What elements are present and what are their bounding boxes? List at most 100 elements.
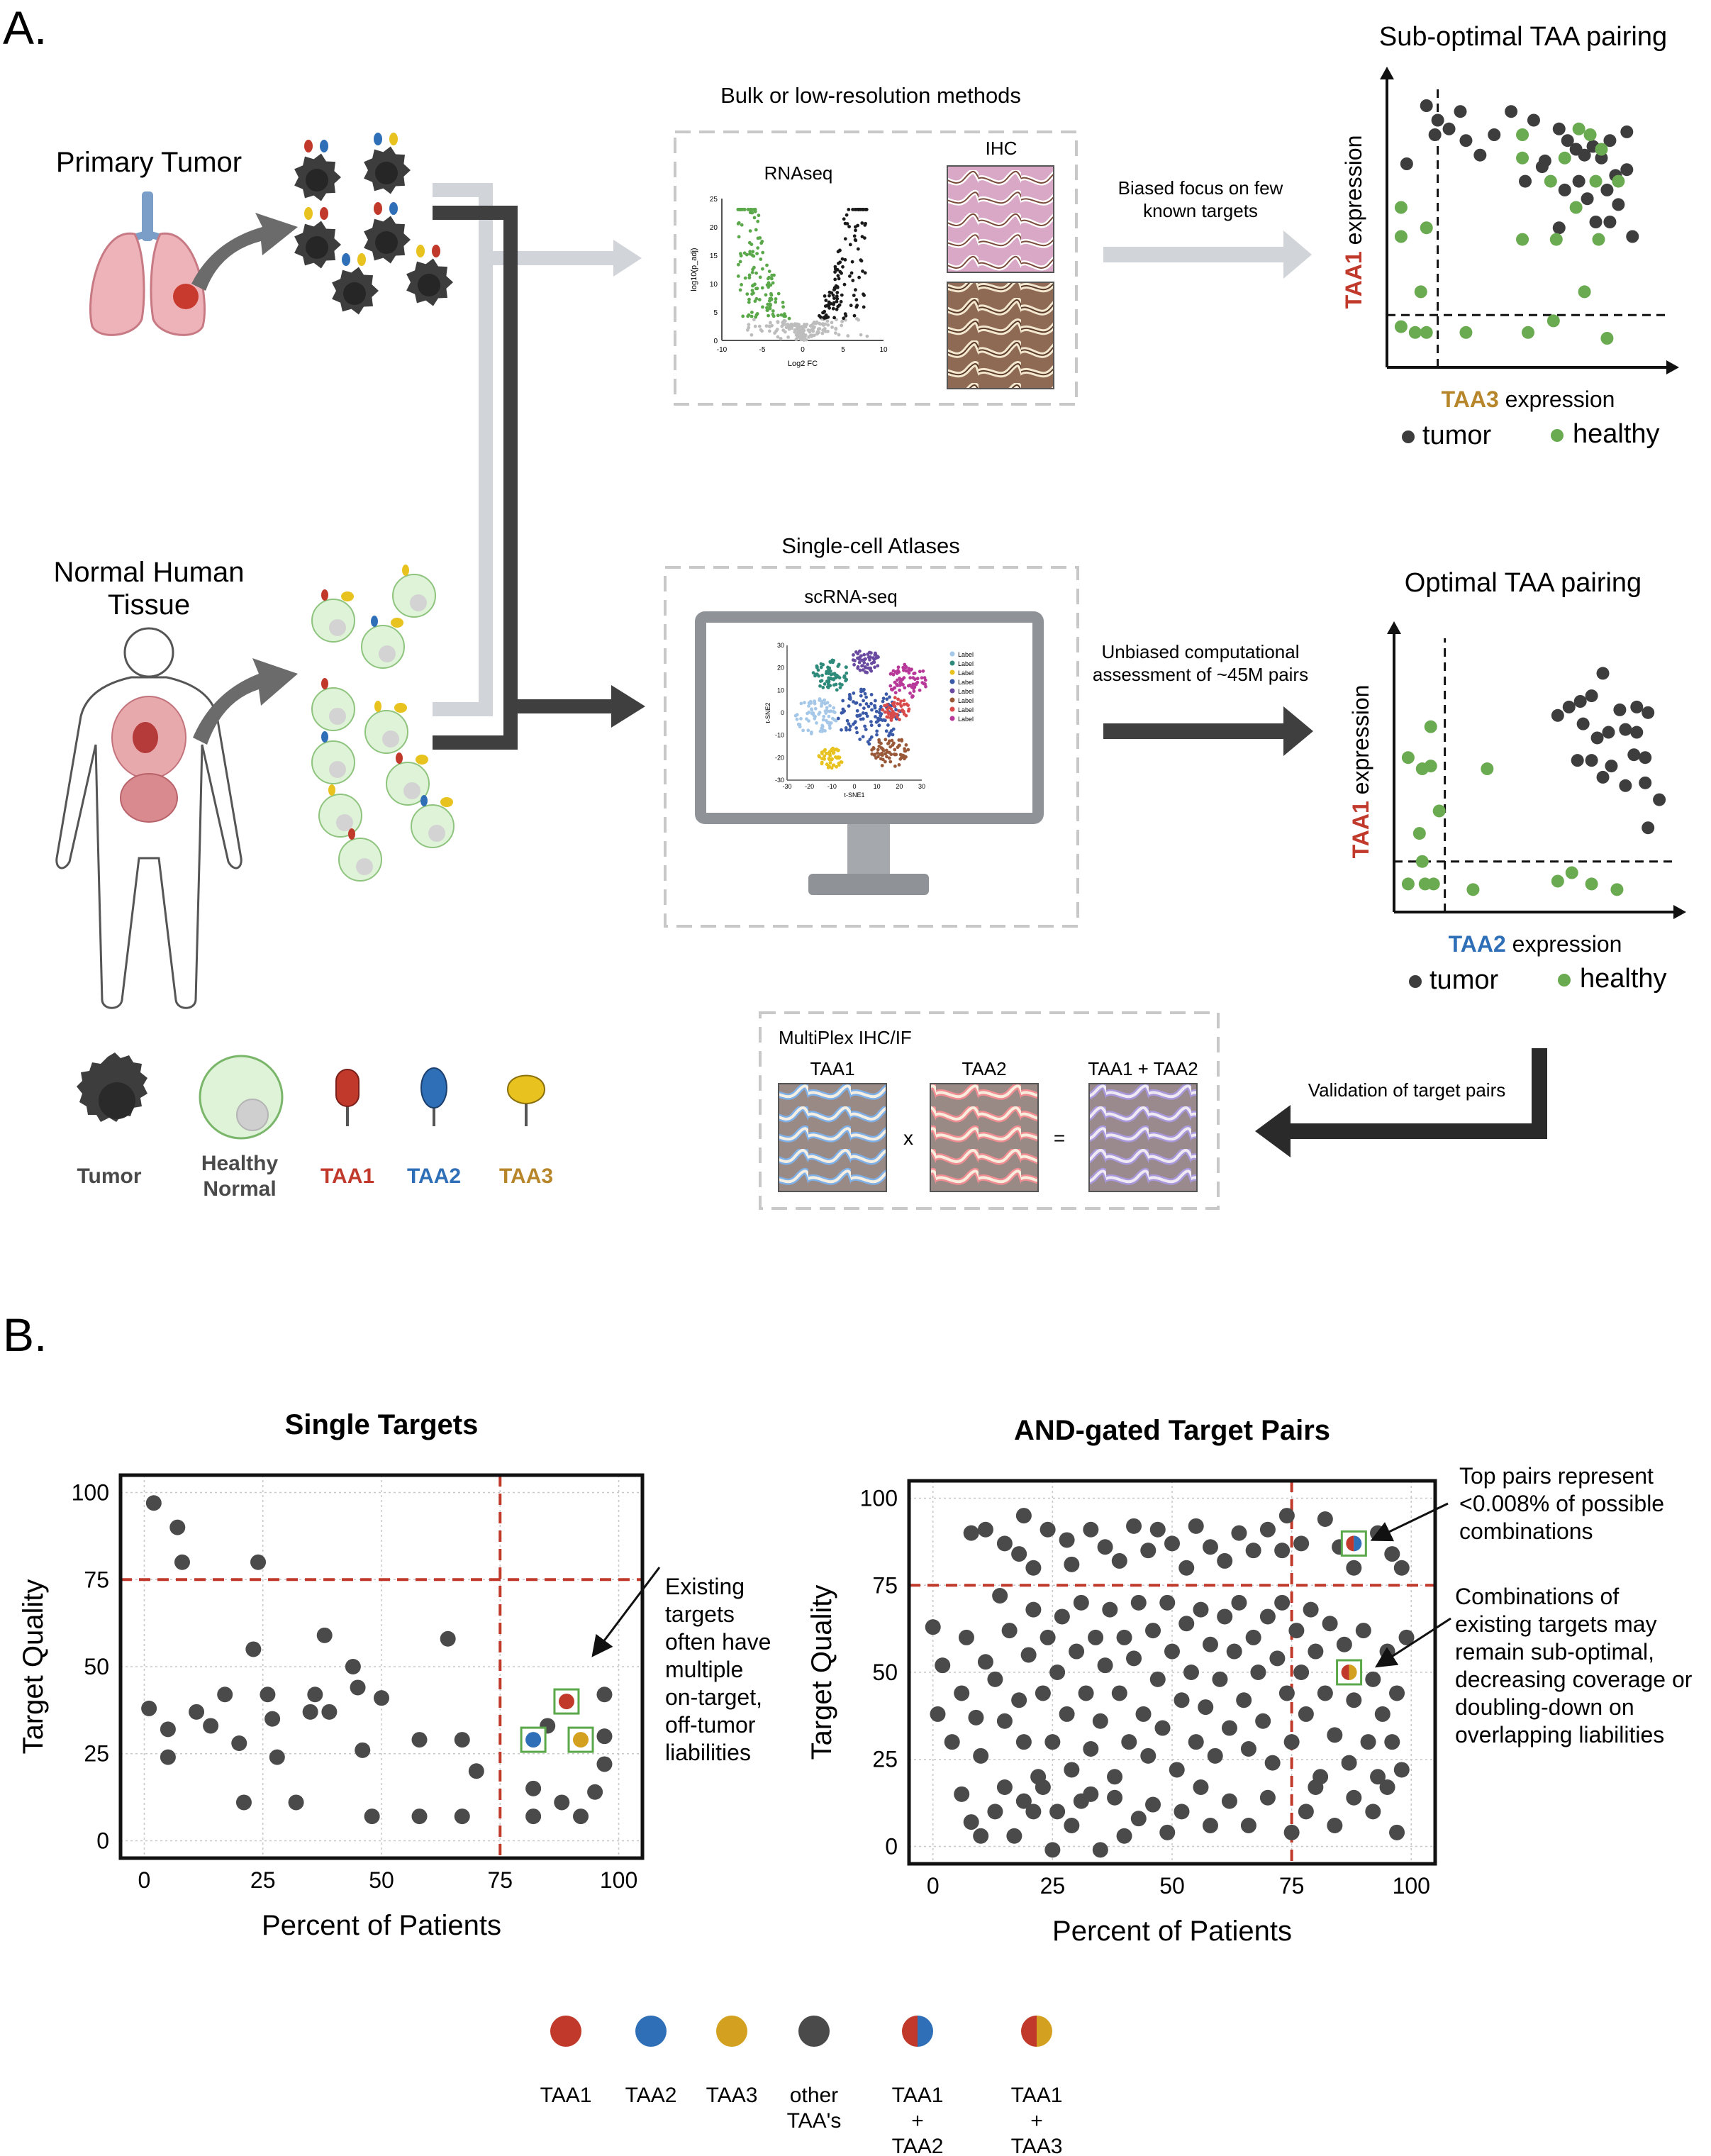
legend-healthy-label-line2: Normal [203,1177,276,1201]
other-point [1064,1818,1080,1833]
taa1_taa2-point [1346,1535,1362,1552]
volcano-point [815,331,820,335]
volcano-point [752,283,756,287]
tsne-point [830,766,834,770]
healthy-point [1415,855,1429,868]
tumor-point [1585,754,1598,767]
volcano-point [739,208,742,211]
other-point [1059,1706,1075,1722]
tsne-legend-dot [949,669,955,675]
tsne-legend-dot [949,660,955,666]
other-point [1044,1842,1061,1858]
y-tick-label: 50 [872,1660,898,1685]
volcano-point [825,304,829,308]
volcano-y-tick: 0 [713,338,718,345]
panel-b-label: B. [3,1308,47,1361]
legend-item-label: TAA's [787,2109,842,2133]
other-point [1221,1720,1237,1736]
tumor-point [1400,157,1413,170]
other-point [1259,1789,1276,1806]
ihc-title: IHC [986,138,1018,159]
volcano-point [843,257,847,262]
x-axis-label: Percent of Patients [1052,1916,1292,1947]
tsne-point [884,760,887,764]
other-point [1159,1594,1176,1611]
y-axis-label: Target Quality [806,1585,837,1760]
healthy-point [1427,877,1440,891]
tsne-point [889,687,893,691]
tsne-point [821,686,825,689]
volcano-x-tick: -10 [717,346,728,354]
legend-healthy-label-line1: Healthy [201,1152,279,1175]
tsne-y-label: t-SNE2 [764,702,771,723]
other-point [468,1763,484,1779]
volcano-point [740,283,743,287]
healthy-cell-nucleus [356,858,373,875]
volcano-point [854,288,857,292]
volcano-point [787,316,791,321]
tsne-point [834,718,838,723]
tumor-point [1558,183,1571,196]
other-point [1360,1734,1376,1750]
y-tick-label: 75 [872,1572,898,1598]
other-point [596,1756,613,1772]
volcano-point [750,289,754,292]
biased-arrow [1103,230,1312,279]
legend-item-label: TAA1 [540,2084,592,2107]
tsne-point [879,705,883,709]
other-point [1193,1779,1209,1795]
tsne-legend-dot [949,716,955,721]
volcano-x-tick: 0 [801,346,805,354]
y-tick-label: 100 [72,1480,109,1506]
volcano-point [821,322,825,326]
volcano-point [781,301,785,304]
other-point [1126,1518,1142,1534]
volcano-point [830,321,834,325]
tsne-point [837,676,842,679]
volcano-point [767,275,771,279]
legend-item-label: TAA2 [892,2135,944,2156]
tumor-cell-nucleus [343,282,366,305]
volcano-point [751,250,755,254]
healthy-point [1420,221,1433,235]
tsne-legend-dot [949,679,955,684]
volcano-point [840,319,845,323]
tsne-point [835,674,839,679]
healthy-cell [311,731,355,784]
tsne-y-tick: -20 [775,754,784,761]
tsne-y-tick: 0 [781,709,784,716]
tsne-point [886,715,890,719]
volcano-point [837,303,842,307]
tsne-legend-dot [949,651,955,657]
tsne-point [896,697,900,701]
tumor-cell [332,253,379,315]
volcano-point [751,267,754,272]
other-point [1083,1741,1099,1757]
healthy-cell-nucleus [382,730,399,748]
other-point [1064,1556,1080,1572]
tumor-antigen [304,207,313,220]
tumor-point [1535,160,1549,174]
other-point [411,1732,428,1748]
volcano-point [835,299,839,304]
tsne-point [867,650,871,655]
tsne-point [831,763,835,767]
annotation-arrow-top [1370,1502,1449,1542]
other-point [350,1679,366,1696]
volcano-point [852,313,857,318]
legend-item-label: TAA1 [1011,2084,1063,2107]
tsne-point [832,710,835,713]
other-point [1370,1769,1386,1785]
expr-y-arrowhead [1387,621,1401,634]
volcano-point [752,318,756,321]
tsne-legend-label: Label [958,669,974,677]
tsne-point [853,721,857,725]
other-point [954,1685,970,1701]
tsne-point [864,711,868,716]
tsne-point [822,714,826,718]
tsne-point [815,721,818,725]
other-point [930,1706,946,1722]
x-tick-label: 100 [1393,1873,1430,1899]
volcano-point [823,294,827,298]
tumor-antigen [304,140,313,152]
